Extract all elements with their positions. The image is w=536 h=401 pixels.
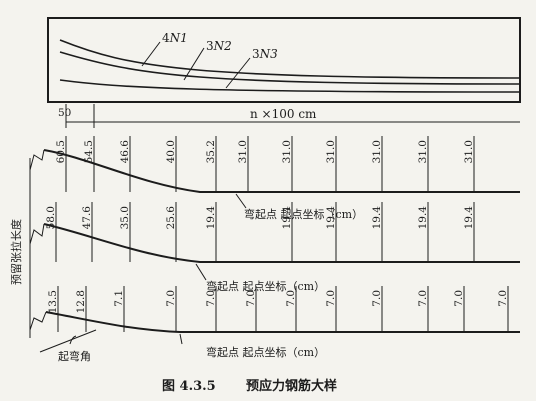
- ordinate-value-n1-1: 54.5: [83, 140, 95, 163]
- side-label: 预留张拉长度: [9, 219, 23, 285]
- ordinate-value-n2-6: 19.4: [325, 206, 337, 230]
- annot-n1: 弯起点 起点坐标（cm）: [244, 207, 363, 221]
- label-n2: 3N2: [206, 39, 232, 53]
- label-n3: 3N3: [252, 47, 278, 61]
- tendon-n3-curve: [45, 311, 520, 333]
- ordinate-value-n3-7: 7.0: [325, 290, 337, 307]
- leader-n3: [225, 57, 251, 89]
- annot-n3: 弯起点 起点坐标（cm）: [206, 345, 325, 359]
- elevation-view: [29, 149, 520, 338]
- ordinate-value-n3-9: 7.0: [417, 290, 429, 307]
- plan-curve-n1: [59, 39, 521, 79]
- ordinate-value-n1-4: 35.2: [205, 140, 217, 163]
- angle-arc: [69, 335, 77, 345]
- ordinate-value-n1-5: 31.0: [237, 140, 249, 163]
- leader-n1: [141, 41, 161, 67]
- ordinate-value-n3-4: 7.0: [205, 290, 217, 307]
- ordinate-value-n2-2: 35.0: [119, 206, 131, 229]
- annot-n2: 弯起点 起点坐标（cm）: [206, 279, 325, 293]
- leader-n2: [183, 47, 205, 81]
- ordinate-value-n2-4: 19.4: [205, 206, 217, 230]
- ordinate-value-n3-11: 7.0: [497, 290, 509, 307]
- plan-view: 4N1 3N2 3N3: [47, 17, 521, 103]
- label-n1: 4N1: [162, 31, 188, 45]
- dim-50: 50: [58, 107, 71, 119]
- annot-n2-leader: [195, 263, 207, 281]
- annot-n3-leader: [179, 333, 183, 345]
- plan-curve-n2: [59, 51, 521, 85]
- ordinate-value-n1-10: 31.0: [463, 140, 475, 163]
- ordinate-value-n1-6: 31.0: [281, 140, 293, 163]
- caption-number: 图 4.3.5: [162, 379, 216, 394]
- figure-caption: 图 4.3.5 预应力钢筋大样: [162, 378, 337, 394]
- annot-n1-leader: [235, 193, 247, 209]
- ordinate-value-n3-3: 7.0: [165, 290, 177, 307]
- tendon-n2-curve: [43, 223, 520, 263]
- ordinate-value-n1-7: 31.0: [325, 140, 337, 163]
- dimension-line: 50 n ×100 cm: [58, 104, 520, 128]
- ordinate-value-n2-3: 25.6: [165, 206, 177, 230]
- ordinate-value-n1-0: 60.5: [55, 140, 67, 163]
- angle-label: 起弯角: [58, 349, 91, 363]
- ordinate-value-n3-2: 7.1: [113, 290, 125, 307]
- ordinate-value-n3-8: 7.0: [371, 290, 383, 307]
- ordinates-n1: 60.5 54.5 46.6 40.0 35.2 31.0 31.0 31.0 31.0 31.0…: [55, 136, 475, 192]
- ordinate-value-n3-0: 13.5: [47, 290, 59, 313]
- ordinates-n3: 13.5 12.8 7.1 7.0 7.0 7.0 7.0 7.0 7.0 7.0 7.0 7.0: [47, 286, 509, 332]
- ordinate-value-n1-3: 40.0: [165, 140, 177, 163]
- ordinate-value-n3-1: 12.8: [75, 290, 87, 313]
- end-break-1: [29, 149, 45, 171]
- ordinate-value-n1-9: 31.0: [417, 140, 429, 163]
- ordinate-value-n2-7: 19.4: [371, 206, 383, 230]
- ordinate-value-n3-5: 7.0: [245, 290, 257, 307]
- ordinate-value-n1-2: 46.6: [119, 140, 131, 164]
- plan-view-frame: [47, 17, 521, 103]
- angle-leader: [39, 329, 97, 353]
- ordinate-value-n2-8: 19.4: [417, 206, 429, 230]
- dim-pitch: n ×100 cm: [250, 107, 317, 121]
- end-break-2: [29, 223, 45, 245]
- annotations: 弯起点 起点坐标（cm） 弯起点 起点坐标（cm） 弯起点 起点坐标（cm） 预…: [9, 193, 363, 363]
- end-break-3: [29, 311, 47, 331]
- ordinate-value-n2-9: 19.4: [463, 206, 475, 230]
- plan-curve-n3: [59, 79, 521, 93]
- ordinate-value-n1-8: 31.0: [371, 140, 383, 163]
- ordinate-value-n3-6: 7.0: [285, 290, 297, 307]
- ordinate-value-n2-0: 58.0: [45, 206, 57, 229]
- ordinates-n2: 58.0 47.6 35.0 25.6 19.4 19.4 19.4 19.4 19.4 19.4: [45, 202, 475, 262]
- tendon-n1-curve: [43, 149, 520, 193]
- ordinate-value-n2-1: 47.6: [81, 206, 93, 230]
- ordinate-value-n2-5: 19.4: [281, 206, 293, 230]
- ordinate-value-n3-10: 7.0: [453, 290, 465, 307]
- caption-title: 预应力钢筋大样: [246, 378, 337, 394]
